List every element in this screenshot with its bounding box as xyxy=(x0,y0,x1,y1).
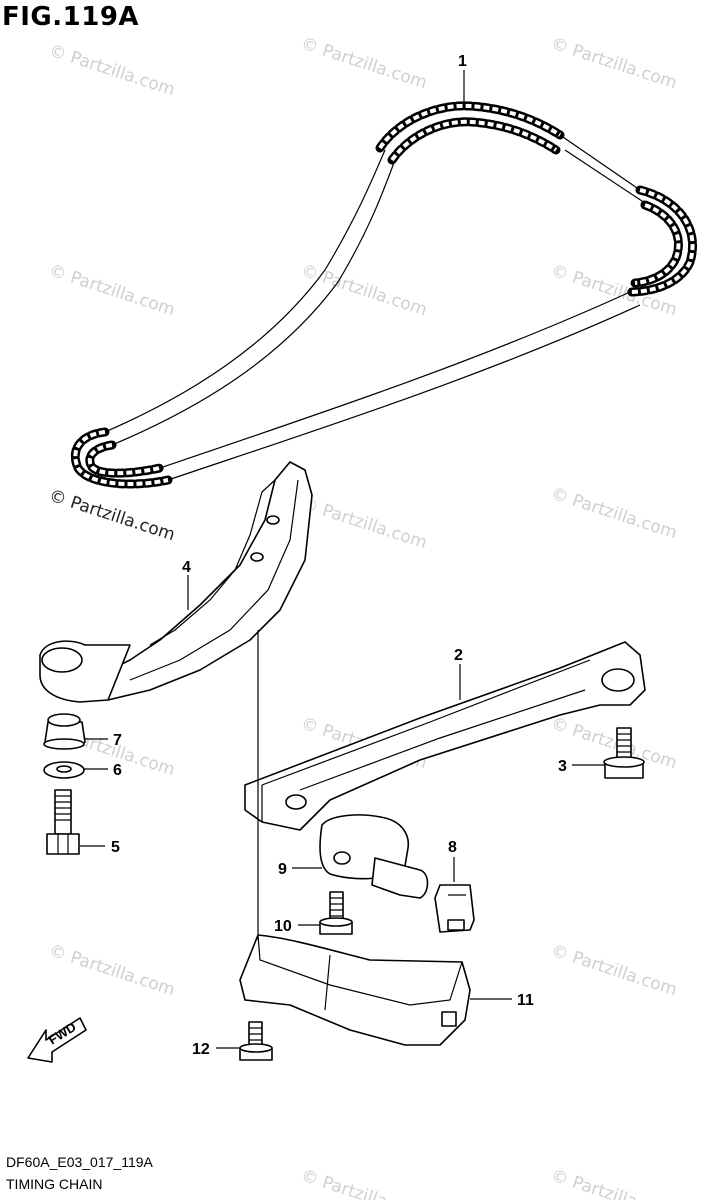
callout-6: 6 xyxy=(113,762,122,779)
watermark-text: © Partzilla.com xyxy=(298,494,429,554)
figure-code: DF60A_E03_017_119A xyxy=(6,1154,153,1170)
timing-chain xyxy=(70,101,698,489)
callout-3: 3 xyxy=(558,758,567,775)
collar-7 xyxy=(43,713,86,750)
callout-12: 12 xyxy=(192,1041,210,1058)
callout-4: 4 xyxy=(182,559,191,576)
figure-title: FIG.119A xyxy=(2,2,140,32)
bolt-5 xyxy=(46,789,80,855)
watermark-text: © Partzilla.com xyxy=(46,941,177,1001)
figure-name: TIMING CHAIN xyxy=(6,1176,103,1192)
tensioner-body xyxy=(319,814,429,899)
callout-9: 9 xyxy=(278,861,287,878)
callout-1: 1 xyxy=(458,53,467,70)
washer-6 xyxy=(43,761,85,779)
watermark-text: © Partzilla.com xyxy=(46,41,177,101)
bolt-12 xyxy=(239,1021,273,1061)
watermark-text: © Partzilla.com xyxy=(298,34,429,94)
watermark-main: © Partzilla.com xyxy=(46,486,177,546)
watermark-text: © Partzilla.com xyxy=(298,261,429,321)
watermark-text: © Partzilla.com xyxy=(548,1166,679,1200)
watermark-text: © Partzilla.com xyxy=(548,941,679,1001)
tensioner-clip xyxy=(434,884,475,933)
watermark-text: © Partzilla.com xyxy=(548,34,679,94)
watermark-text: © Partzilla.com xyxy=(548,484,679,544)
watermark-text: © Partzilla.com xyxy=(46,261,177,321)
bolt-3 xyxy=(603,727,645,779)
watermark-text: © Partzilla.com xyxy=(298,1166,429,1200)
callout-10: 10 xyxy=(274,918,292,935)
callout-5: 5 xyxy=(111,839,120,856)
callout-2: 2 xyxy=(454,647,463,664)
chain-tensioner-arm xyxy=(39,461,313,703)
callouts: 1 2 3 4 5 6 7 8 9 10 11 12 xyxy=(111,53,567,1058)
chain-case xyxy=(239,934,471,1046)
bolt-10 xyxy=(319,891,353,935)
callout-11: 11 xyxy=(517,992,534,1009)
fwd-arrow: FWD xyxy=(27,1017,87,1063)
leader-lines xyxy=(80,70,605,1049)
callout-7: 7 xyxy=(113,732,122,749)
callout-8: 8 xyxy=(448,839,457,856)
chain-guide xyxy=(244,641,646,831)
